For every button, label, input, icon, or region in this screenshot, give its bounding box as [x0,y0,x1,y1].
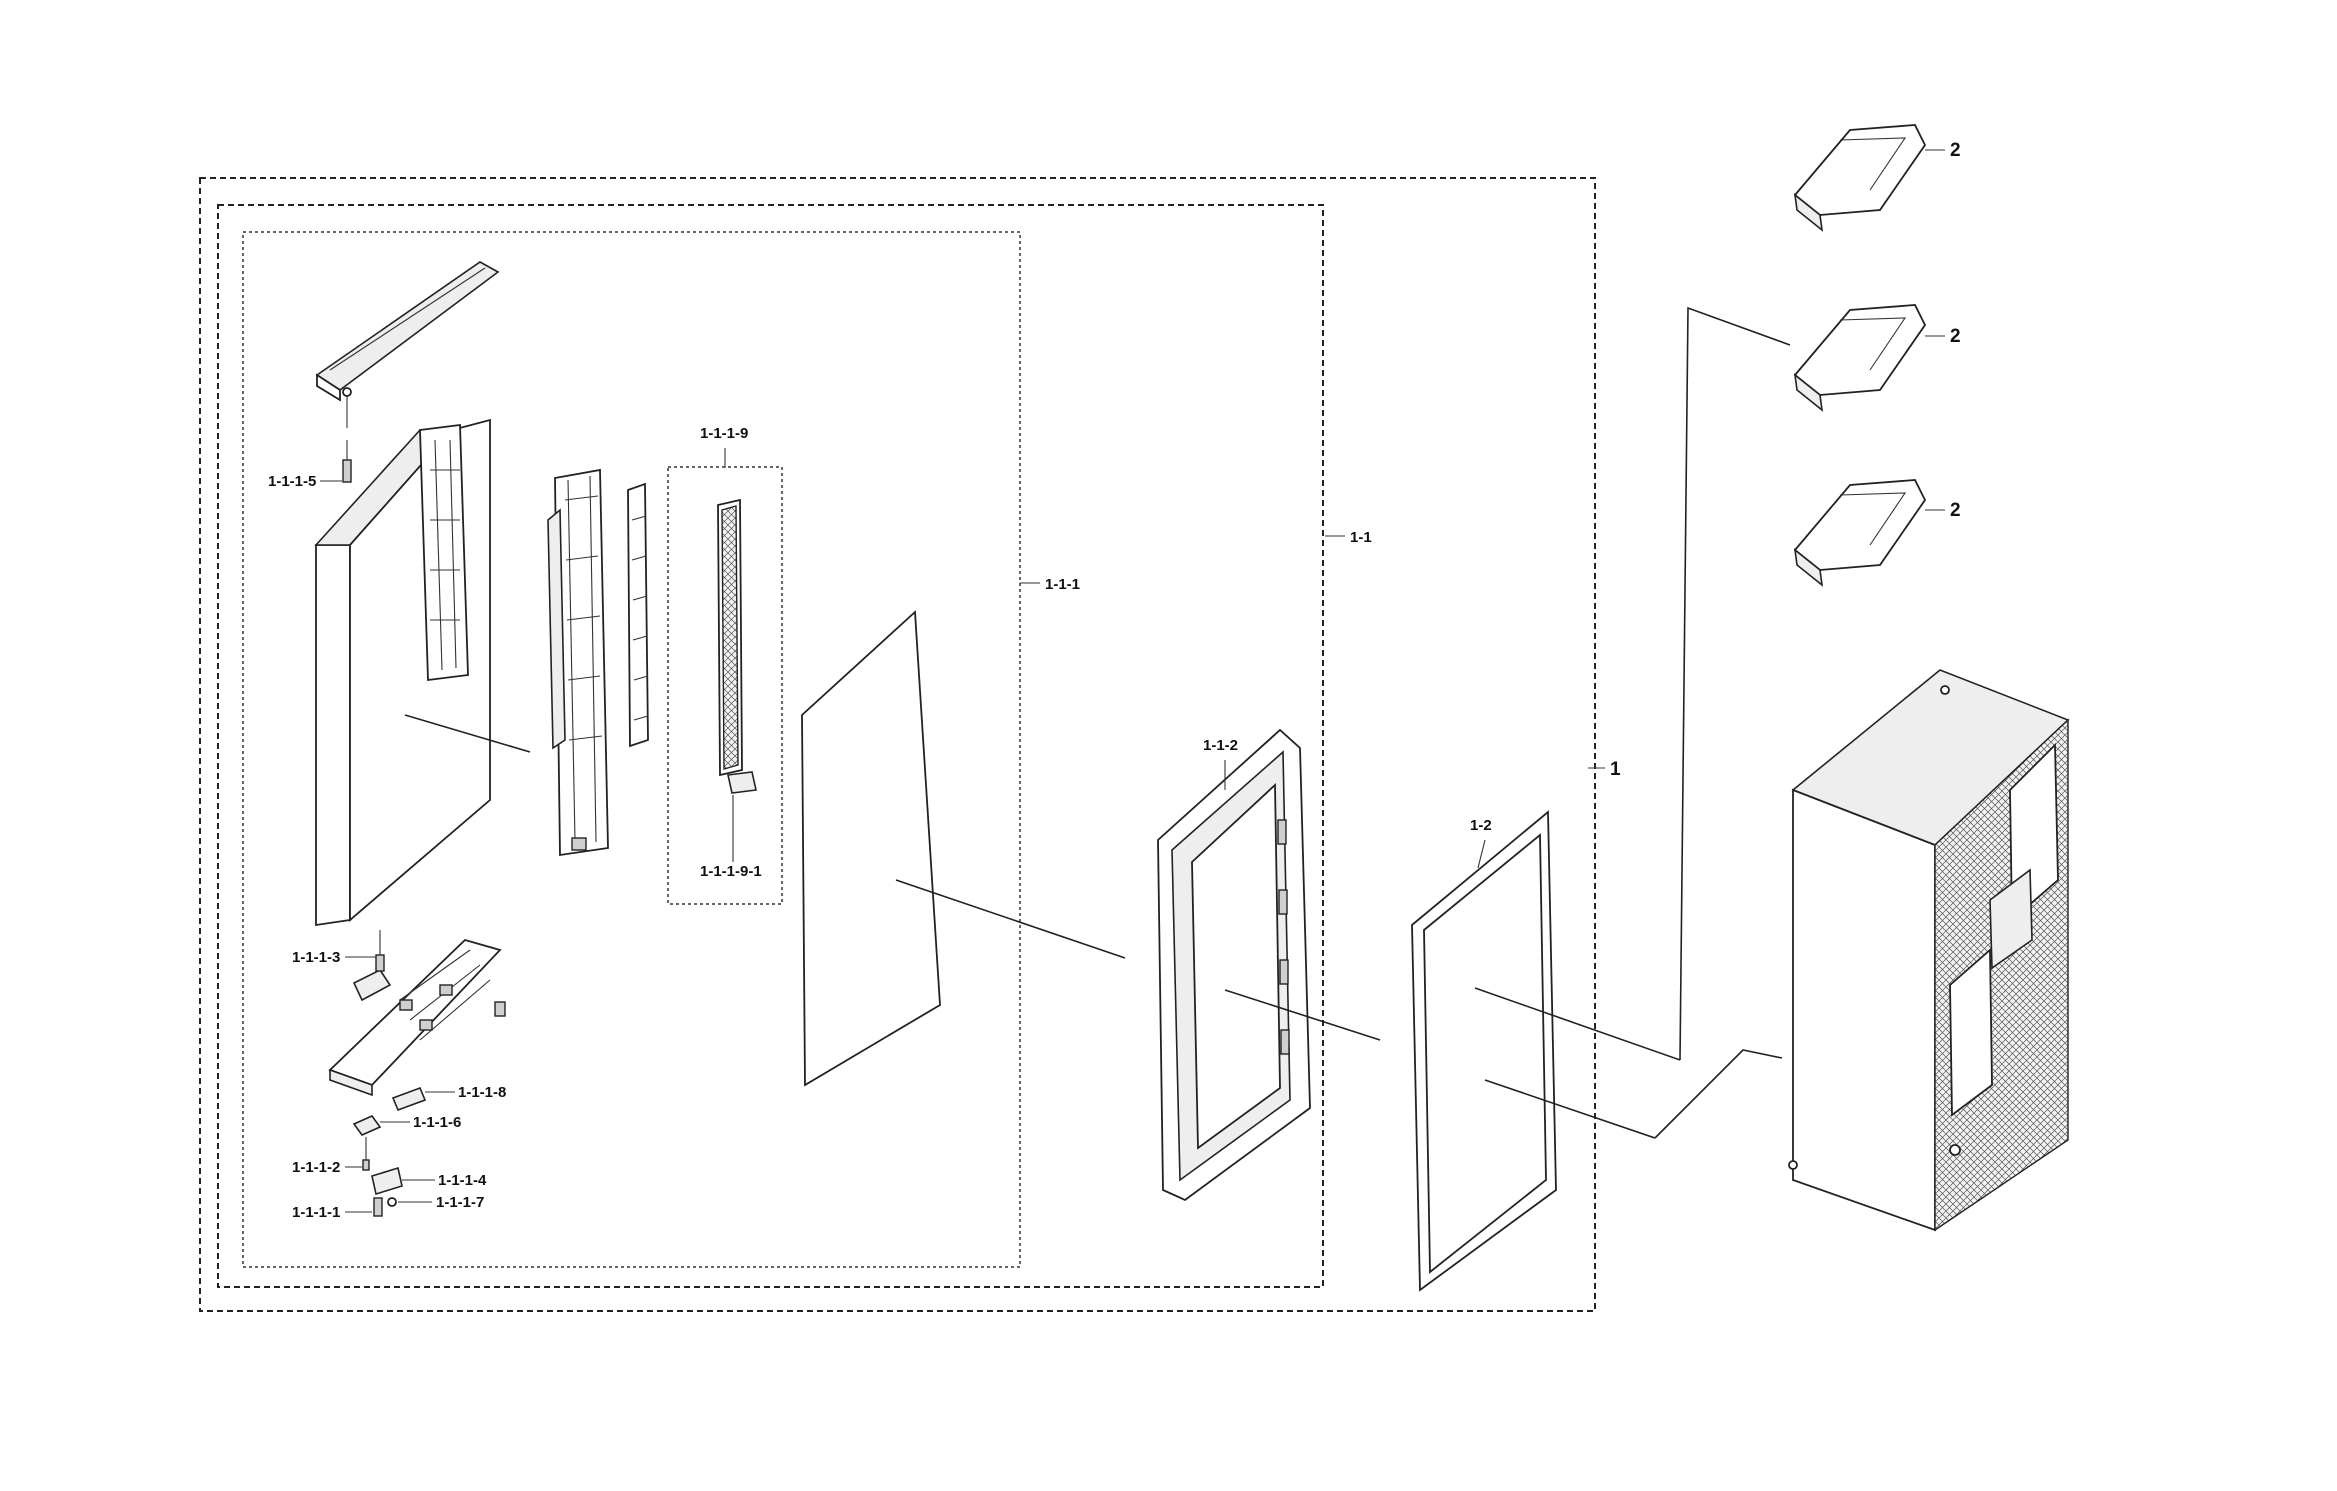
label-2-middle: 2 [1950,326,1961,347]
door-bin-2 [1793,304,1945,412]
door-bin-3 [1793,479,1945,587]
hinge-1-1-1-4 [371,1166,435,1196]
label-1-1-1-4: 1-1-1-4 [438,1172,487,1189]
assembly-box-1-1 [217,204,1324,1288]
label-2-top: 2 [1950,140,1961,161]
door-inner-panel [801,610,1126,1087]
door-gasket-1-2 [1411,810,1681,1292]
label-1-1-1-6: 1-1-1-6 [413,1114,461,1131]
label-1-1-1-9-1: 1-1-1-9-1 [700,863,762,880]
door-outer-shell [314,418,531,927]
door-hinge-channel [547,468,609,857]
door-trim-strip [627,482,649,748]
label-1-1-1-5: 1-1-1-5 [268,473,316,490]
assembly-box-1 [199,177,1596,1312]
label-1-1-1-1: 1-1-1-1 [292,1204,340,1221]
label-1-1-1-8: 1-1-1-8 [458,1084,506,1101]
label-1-1-1-7: 1-1-1-7 [436,1194,484,1211]
label-1-1: 1-1 [1350,529,1372,546]
cap-1-1-1-8 [391,1086,455,1112]
door-bin-1 [1793,124,1945,232]
label-1-1-1: 1-1-1 [1045,576,1080,593]
label-1-1-2: 1-1-2 [1203,737,1238,754]
label-2-bottom: 2 [1950,500,1961,521]
label-1-1-1-9: 1-1-1-9 [700,425,748,442]
pin-1-1-1-2 [345,1159,370,1171]
label-1-2: 1-2 [1470,817,1492,834]
lower-hinge-bracket [328,938,506,1097]
rail-1-1-1-9 [717,448,757,862]
washer-1-1-1-6 [352,1115,410,1162]
label-1: 1 [1610,759,1621,780]
bolt-1-1-1-1 [345,1197,432,1217]
screw-1-1-1-5 [320,440,352,483]
hinge-plate-1-1-1-3 [345,930,392,1002]
door-liner-1-1-2 [1157,728,1381,1202]
leader-lines [1020,306,1791,1139]
label-1-1-1-2: 1-1-1-2 [292,1159,340,1176]
label-1-1-1-3: 1-1-1-3 [292,949,340,966]
door-top-cap [315,261,500,428]
refrigerator-cabinet [1788,669,2070,1232]
